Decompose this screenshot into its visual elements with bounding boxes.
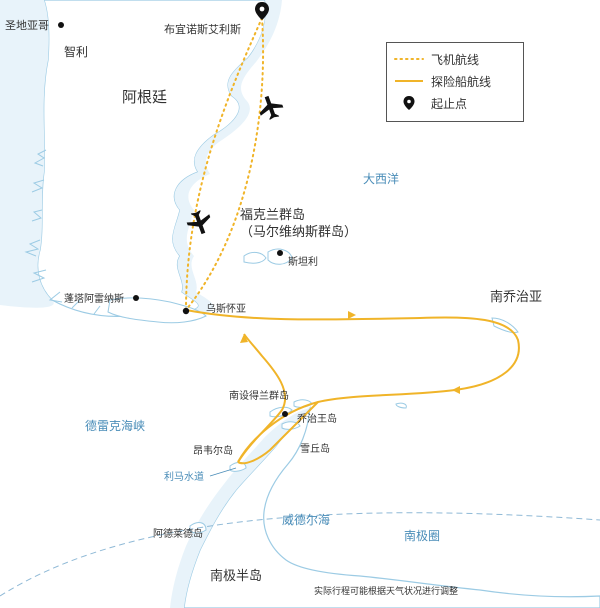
legend-ship: 探险船航线: [387, 71, 523, 91]
ushuaia-label: 乌斯怀亚: [206, 302, 246, 315]
route-arrow-north: [240, 334, 248, 343]
lemaire-leader: [209, 467, 237, 477]
ship-route-loop: [237, 401, 319, 465]
argentina-label: 阿根廷: [122, 88, 167, 106]
airplane-icon: [186, 210, 211, 235]
flight-route-west: [185, 17, 263, 311]
legend: 飞机航线 探险船航线 起止点: [386, 42, 524, 122]
atlantic-label: 大西洋: [363, 171, 399, 186]
route-arrow-east: [348, 311, 356, 319]
airplane-icon: [259, 95, 284, 120]
itinerary-note: 实际行程可能根据天气状况进行调整: [314, 585, 458, 597]
legend-endpoint-label: 起止点: [431, 96, 468, 111]
legend-flight-label: 飞机航线: [431, 52, 480, 67]
anvers-label: 昂韦尔岛: [193, 444, 233, 457]
legend-endpoint: 起止点: [387, 93, 523, 113]
lemaire-label: 利马水道: [164, 470, 204, 483]
stanley-dot: [277, 250, 283, 256]
antarctic-circle-line: [0, 512, 600, 597]
legend-flight-swatch: [387, 49, 431, 69]
falkland-islands: [243, 248, 293, 265]
atlantic-coast-water: [172, 0, 282, 316]
buenos-aires-label: 布宜诺斯艾利斯: [164, 22, 241, 36]
santiago-dot: [58, 22, 64, 28]
antarctic-peninsula-land: [183, 406, 600, 608]
map-pin-icon: [387, 93, 431, 113]
antarctic-peninsula-label: 南极半岛: [210, 568, 262, 584]
ushuaia-dot: [182, 307, 190, 315]
chile-label: 智利: [64, 44, 88, 59]
chile-coast-water: [0, 0, 54, 308]
route-arrow-west: [452, 386, 460, 394]
south-georgia-label: 南乔治亚: [490, 289, 542, 305]
adelaide-label: 阿德莱德岛: [153, 527, 203, 540]
south-shetland-label: 南设得兰群岛: [229, 389, 289, 402]
punta-arenas-dot: [133, 295, 139, 301]
antarctic-circle-label: 南极圈: [404, 528, 440, 543]
falklands-label-1: 福克兰群岛: [240, 207, 305, 223]
stanley-label: 斯坦利: [288, 255, 318, 268]
ship-route-return: [237, 333, 287, 463]
tierra-del-fuego: [107, 297, 207, 324]
chile-fjords: [24, 149, 101, 315]
punta-arenas-label: 蓬塔阿雷纳斯: [64, 292, 124, 305]
peninsula-west-water: [170, 408, 310, 608]
map-pin-icon: [255, 2, 269, 20]
legend-flight: 飞机航线: [387, 49, 523, 69]
santiago-label: 圣地亚哥: [5, 19, 49, 32]
deception-label: 雪丘岛: [300, 442, 330, 455]
legend-ship-swatch: [387, 71, 431, 91]
south-shetland-dot: [282, 411, 288, 417]
falklands-label-2: （马尔维纳斯群岛）: [240, 224, 357, 240]
king-george-label: 乔治王岛: [297, 412, 337, 425]
legend-ship-label: 探险船航线: [431, 74, 492, 89]
weddell-label: 威德尔海: [282, 512, 330, 527]
drake-passage-label: 德雷克海峡: [85, 418, 145, 433]
